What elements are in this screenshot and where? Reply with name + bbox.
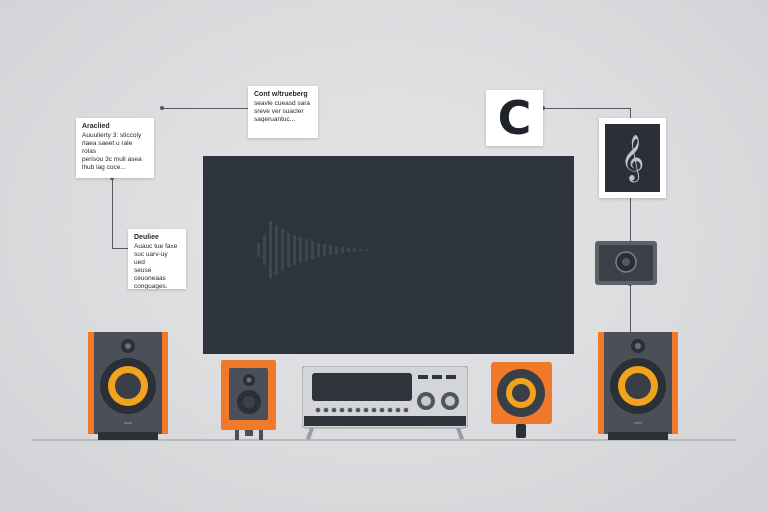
c-letter: C: [497, 91, 532, 145]
left-tower-speaker: [88, 332, 168, 440]
note-left: Araclied Auuulierty 3: sticcoly rlaea sa…: [76, 118, 154, 178]
small-monitor-device: [595, 241, 657, 285]
floor-line: [32, 439, 736, 441]
connector-dot: [160, 106, 164, 110]
note-left-body: Auuulierty 3: sticcoly rlaea saeet u ral…: [82, 132, 142, 171]
connector-right-horizontal: [543, 108, 631, 109]
treble-clef-icon: 𝄞: [605, 124, 660, 192]
connector-left-vertical: [112, 178, 113, 248]
orange-woofer-speaker: [491, 362, 552, 438]
connector-left-horizontal: [112, 248, 128, 249]
note-left-title: Araclied: [82, 123, 110, 130]
note-lower-body: Auauc tue faxe suc uarv-uy ued seuse ceu…: [134, 243, 178, 289]
connector-top-horizontal: [162, 108, 248, 109]
note-top-title: Cont w/trueberg: [254, 91, 308, 98]
right-tower-speaker: [598, 332, 678, 440]
note-top-body: seavle cueasd sara sreve ver suacler saq…: [254, 100, 311, 123]
note-top: Cont w/trueberg seavle cueasd sara sreve…: [248, 86, 318, 138]
note-lower-title: Deuliee: [134, 234, 159, 241]
c-letter-card: C: [486, 90, 543, 146]
connector-right-vertical-3: [630, 284, 631, 334]
orange-bookshelf-speaker: [221, 360, 276, 440]
music-note-card: 𝄞: [599, 118, 666, 198]
connector-dot: [541, 106, 545, 110]
connector-right-vertical-2: [630, 198, 631, 242]
connector-right-vertical-1: [630, 108, 631, 120]
soundwave-icon: [257, 221, 368, 279]
av-receiver: [302, 366, 468, 440]
connector-dot: [110, 176, 114, 180]
note-lower: Deuliee Auauc tue faxe suc uarv-uy ued s…: [128, 229, 186, 289]
